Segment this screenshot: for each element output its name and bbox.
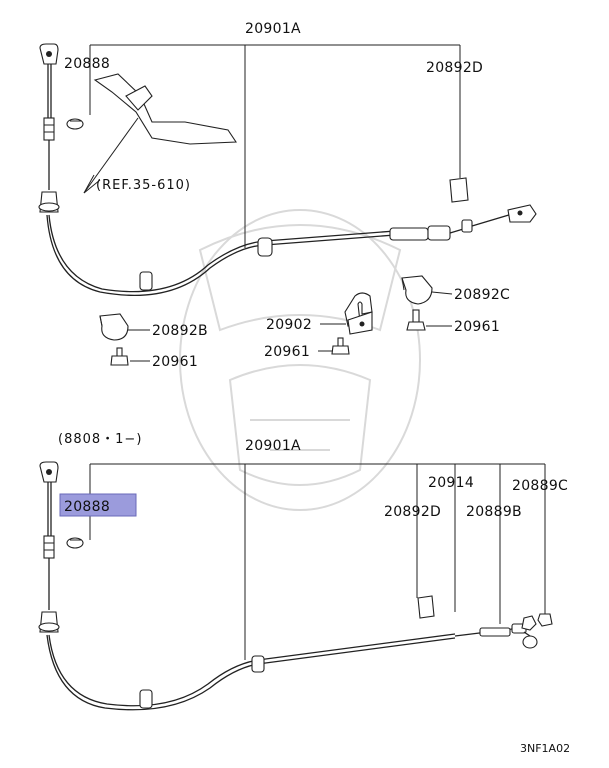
cable-pedal-end — [38, 43, 60, 213]
label-20902: 20902 — [266, 317, 312, 333]
clamp-20892C-icon — [401, 275, 433, 305]
label-20961-right: 20961 — [454, 319, 500, 335]
cable-grommet — [139, 689, 153, 709]
label-20892D: 20892D — [426, 60, 483, 76]
upper-cable-label: 20901A — [245, 21, 301, 37]
nut-20889B-icon — [521, 615, 537, 631]
bolt-20961-icon — [110, 347, 129, 366]
cable-pedal-end — [38, 461, 60, 633]
cable-rear-end — [389, 204, 537, 241]
lower-cable-lead — [89, 463, 546, 660]
clip-20888-icon — [66, 118, 84, 130]
bolt-20961-icon — [331, 337, 350, 355]
pedal-sketch — [83, 73, 237, 194]
cable-grommet — [139, 271, 153, 291]
clip-20892D-icon — [449, 177, 469, 203]
upper-cable-lead — [89, 44, 461, 248]
clip-20892D-icon — [417, 595, 435, 619]
reference-note: (REF.35-610) — [96, 178, 191, 193]
bolt-20961-icon — [406, 309, 426, 331]
diagram-code: 3NF1A02 — [520, 742, 570, 755]
label-20914: 20914 — [428, 475, 474, 491]
label-20961-left: 20961 — [152, 354, 198, 370]
label-20892B: 20892B — [152, 323, 208, 339]
clip-20888-icon — [66, 537, 84, 549]
clamp-20892B-icon — [99, 313, 129, 341]
label-20888: 20888 — [64, 56, 110, 72]
cable-grommet — [257, 237, 273, 257]
label-20961-mid: 20961 — [264, 344, 310, 360]
lower-assembly: (8808・1−) 20901A 20888 — [38, 432, 568, 711]
nut-20889C-icon — [537, 613, 553, 627]
label-20892C: 20892C — [454, 287, 510, 303]
label-20888-highlighted[interactable]: 20888 — [64, 499, 110, 515]
label-20892D: 20892D — [384, 504, 441, 520]
lower-cable-label: 20901A — [245, 438, 301, 454]
label-20889C: 20889C — [512, 478, 568, 494]
upper-main-cable — [46, 214, 396, 297]
label-20889B: 20889B — [466, 504, 522, 520]
lower-main-cable — [46, 634, 456, 711]
bracket-20902-icon — [344, 292, 373, 335]
cable-grommet — [251, 655, 265, 673]
highlight-box — [59, 493, 137, 517]
watermark-logo — [179, 209, 421, 511]
date-note: (8808・1−) — [58, 432, 142, 447]
upper-assembly: 20901A — [38, 21, 537, 370]
cable-rear-end — [454, 623, 538, 649]
